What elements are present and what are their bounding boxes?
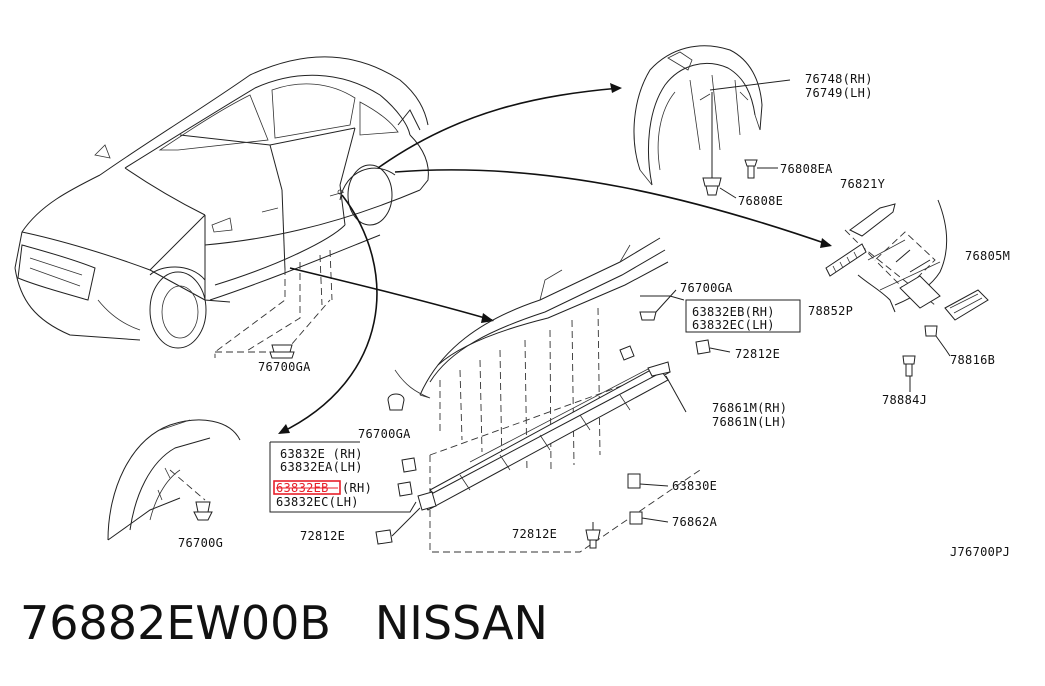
label-63832EB-rh-suffix: (RH): [342, 481, 372, 495]
wheel-arch-drawing: [107, 419, 241, 541]
label-63830E: 63830E: [672, 479, 717, 493]
part-caption: 76882EW00B NISSAN: [20, 596, 548, 650]
part-labels: 76748(RH) 76749(LH) 76808EA 76808E 76821…: [178, 72, 1010, 559]
label-76700GA-top: 76700GA: [680, 281, 733, 295]
label-76700GA-mid: 76700GA: [358, 427, 411, 441]
brand-name: NISSAN: [374, 596, 548, 650]
label-76700GA-car: 76700GA: [258, 360, 311, 374]
label-76805M: 76805M: [965, 249, 1010, 263]
label-72812E-right: 72812E: [735, 347, 780, 361]
callout-arrows: [278, 83, 832, 434]
rear-bumper-drawing: [825, 199, 989, 392]
label-63832E: 63832E (RH): [280, 447, 363, 461]
highlight-box: [273, 480, 341, 495]
part-number: 76882EW00B: [20, 596, 331, 650]
label-76749: 76749(LH): [805, 86, 873, 100]
label-76821Y: 76821Y: [840, 177, 886, 191]
label-72812E-left: 72812E: [300, 529, 345, 543]
label-72812E-mid: 72812E: [512, 527, 557, 541]
label-78816B: 78816B: [950, 353, 995, 367]
label-76700G: 76700G: [178, 536, 223, 550]
car-illustration: [14, 56, 429, 359]
label-63832EC-lh: 63832EC(LH): [692, 318, 775, 332]
label-78884J: 78884J: [882, 393, 927, 407]
label-78852P: 78852P: [808, 304, 853, 318]
label-63832EC: 63832EC(LH): [276, 495, 359, 509]
label-63832EA: 63832EA(LH): [280, 460, 363, 474]
label-63832EB-rh: 63832EB(RH): [692, 305, 775, 319]
label-76861M: 76861M(RH): [712, 401, 787, 415]
label-76808EA: 76808EA: [780, 162, 833, 176]
label-76808E: 76808E: [738, 194, 783, 208]
label-76861N: 76861N(LH): [712, 415, 787, 429]
label-76748: 76748(RH): [805, 72, 873, 86]
fender-protector-drawing: [633, 45, 791, 199]
side-sill-drawing: [269, 237, 801, 553]
diagram-code: J76700PJ: [950, 545, 1010, 559]
label-76862A: 76862A: [672, 515, 718, 529]
